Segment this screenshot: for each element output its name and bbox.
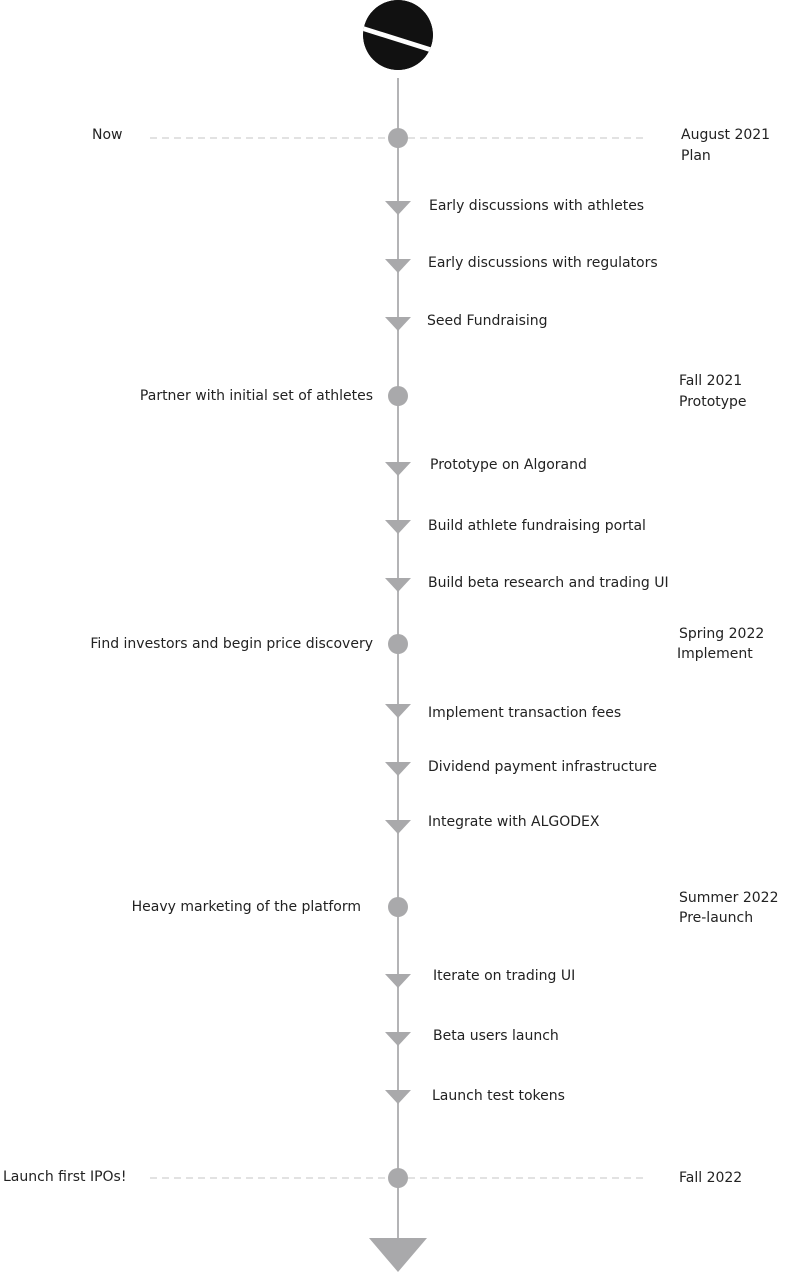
milestone-date-fall2022: Fall 2022 <box>679 1170 743 1186</box>
milestone-phase-fall2021: Prototype <box>679 394 747 410</box>
milestone-phase-spring2022: Implement <box>677 646 753 662</box>
step-label: Iterate on trading UI <box>433 968 576 984</box>
milestone-left-label-spring2022: Find investors and begin price discovery <box>90 636 373 652</box>
step-arrow <box>385 704 411 718</box>
milestone-node-fall2022 <box>388 1168 408 1188</box>
milestone-date-summer2022: Summer 2022 <box>679 890 779 906</box>
step-label: Prototype on Algorand <box>430 457 587 473</box>
step-arrow <box>385 259 411 273</box>
step-label: Integrate with ALGODEX <box>428 814 600 830</box>
logo-mark <box>363 0 433 70</box>
milestone-left-label-summer2022: Heavy marketing of the platform <box>131 899 361 915</box>
timeline-end-arrow <box>369 1238 427 1272</box>
step-arrow <box>385 462 411 476</box>
step-label: Seed Fundraising <box>427 313 548 329</box>
milestone-phase-summer2022: Pre-launch <box>679 910 754 926</box>
milestone-node-summer2022 <box>388 897 408 917</box>
milestone-date-now: August 2021 <box>681 127 771 143</box>
step-label: Beta users launch <box>433 1028 559 1044</box>
step-arrow <box>385 1090 411 1104</box>
step-arrow <box>385 1032 411 1046</box>
step-arrow <box>385 974 411 988</box>
step-arrow <box>385 762 411 776</box>
step-label: Launch test tokens <box>432 1088 565 1104</box>
step-arrow <box>385 317 411 331</box>
step-arrow <box>385 520 411 534</box>
step-label: Early discussions with regulators <box>428 255 658 271</box>
step-label: Build athlete fundraising portal <box>428 518 646 534</box>
step-label: Implement transaction fees <box>428 705 622 721</box>
step-arrow <box>385 820 411 834</box>
milestone-date-spring2022: Spring 2022 <box>679 626 765 642</box>
step-arrow <box>385 201 411 215</box>
milestone-node-fall2021 <box>388 386 408 406</box>
milestone-node-spring2022 <box>388 634 408 654</box>
milestone-left-label-fall2022: Launch first IPOs! <box>3 1169 127 1185</box>
milestone-node-now <box>388 128 408 148</box>
step-label: Early discussions with athletes <box>429 198 645 214</box>
milestone-date-fall2021: Fall 2021 <box>679 373 743 389</box>
milestone-phase-now: Plan <box>681 148 711 164</box>
step-arrow <box>385 578 411 592</box>
milestone-left-label-now: Now <box>92 127 123 143</box>
step-label: Dividend payment infrastructure <box>428 759 657 775</box>
milestone-left-label-fall2021: Partner with initial set of athletes <box>139 388 373 404</box>
step-label: Build beta research and trading UI <box>428 575 669 591</box>
